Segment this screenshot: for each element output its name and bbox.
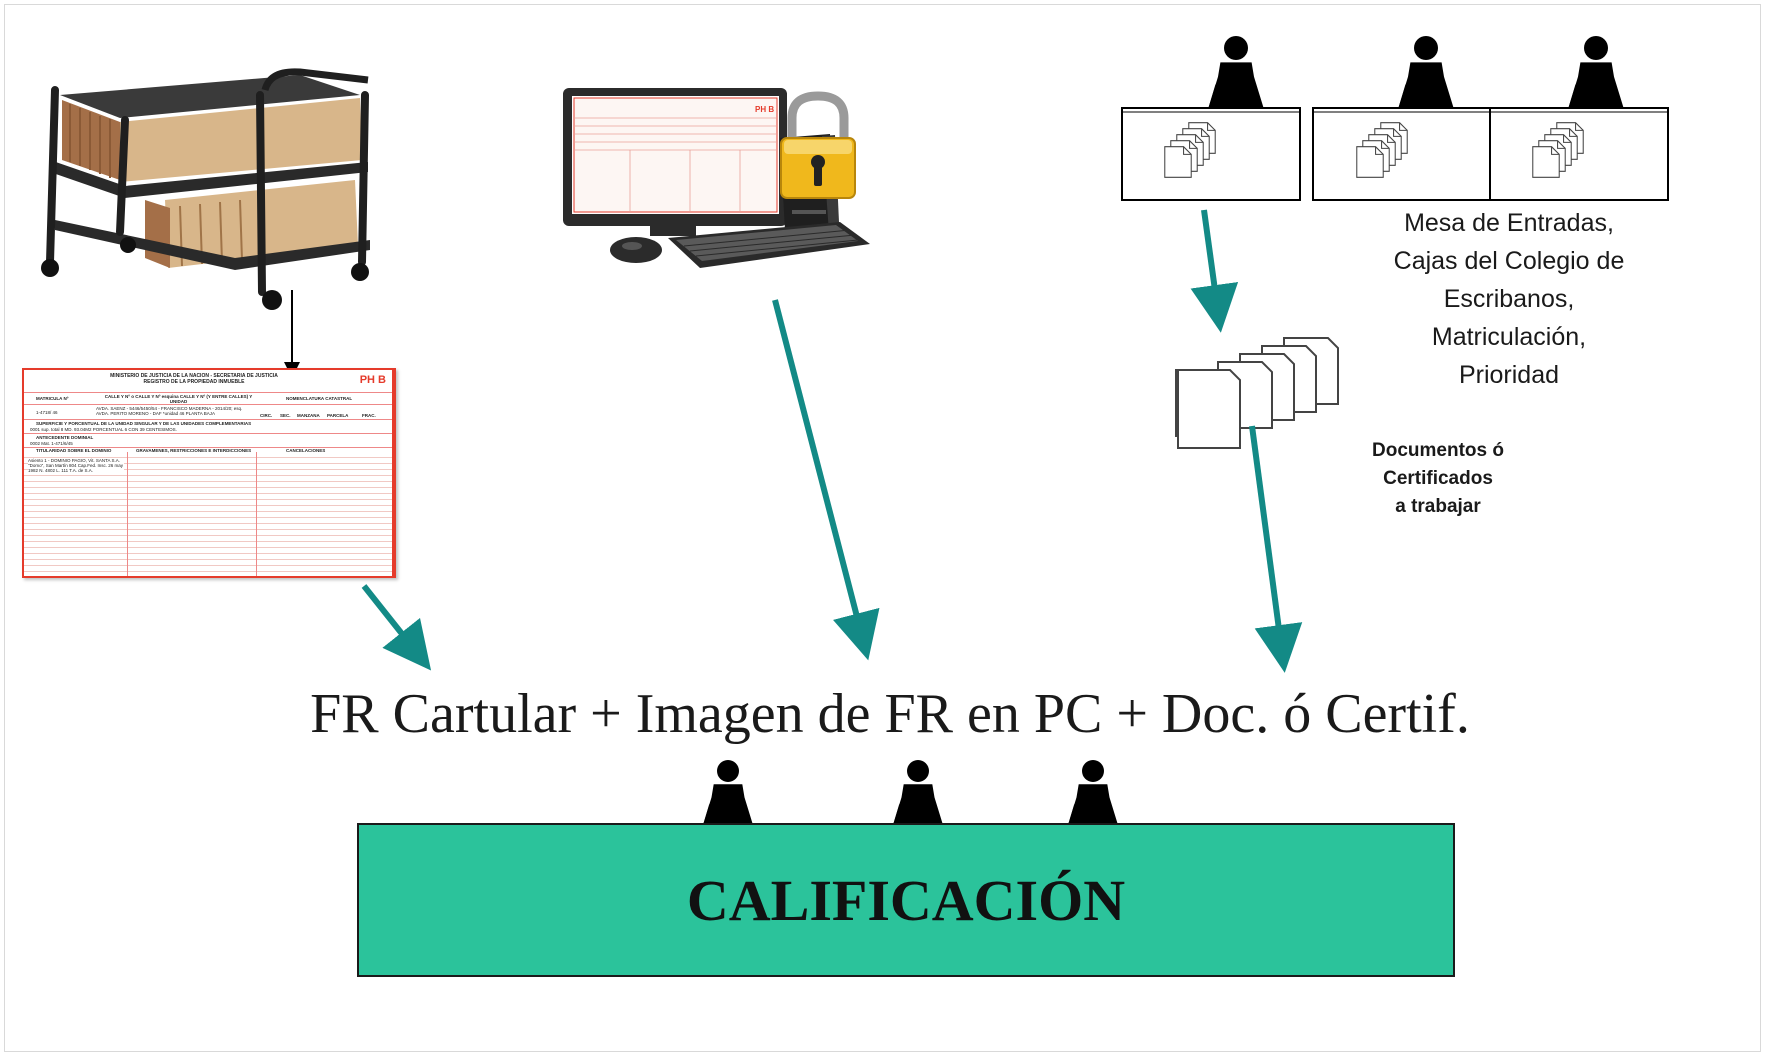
form-calle-label: CALLE Y Nº o CALLE Y Nº esquina CALLE Y …: [104, 394, 253, 404]
computer-icon: PH B: [563, 88, 870, 268]
form-titularidad-value: Asiento 1 - DOMINIO PAGIO, Vit. SANTA S.…: [28, 458, 124, 473]
docs-to-formula-arrow: [1249, 425, 1303, 673]
calificacion-label: CALIFICACIÓN: [686, 867, 1126, 933]
documents-caption-line-2: a trabajar: [1395, 496, 1481, 517]
form-nom-col-4: PARCELA: [327, 413, 349, 418]
form-superficie-row: SUPERFICIE Y PORCENTUAL DE LA UNIDAD SIN…: [24, 419, 392, 434]
person-icon: [1208, 36, 1264, 108]
desks-to-docs-arrow: [1190, 209, 1239, 333]
desk-caption: Mesa de Entradas, Cajas del Colegio de E…: [1364, 204, 1654, 394]
form-ministry-line2: REGISTRO DE LA PROPIEDAD INMUEBLE: [143, 379, 245, 385]
person-icon: [892, 760, 944, 826]
califiers-group: [702, 760, 1119, 826]
form-titularidad-label: TITULARIDAD SOBRE EL DOMINIO: [36, 448, 112, 453]
desk-caption-line-3: Escribanos,: [1443, 285, 1575, 313]
form-type-label: PH B: [359, 374, 386, 386]
svg-text:PH B: PH B: [755, 105, 774, 114]
file-cart-icon: [41, 68, 370, 310]
documents-caption: Documentos ó Certificados a trabajar: [1318, 437, 1558, 521]
form-calle-value: AVDA. SAENZ - 5446/5450/54 - FRANCISCO M…: [96, 406, 243, 416]
padlock-icon: [780, 91, 856, 199]
desk-caption-line-4: Matriculación,: [1431, 323, 1587, 351]
form-to-formula-arrow: [361, 584, 432, 671]
form-nomenclatura-label: NOMENCLATURA CATASTRAL: [286, 396, 353, 401]
desk-caption-line-5: Prioridad: [1458, 361, 1560, 389]
form-column-divider: [127, 452, 128, 576]
form-nom-col-1: CIRC.: [260, 413, 273, 418]
form-column-divider: [256, 452, 257, 576]
form-matricula-value: 1-4718/ 46: [36, 410, 58, 415]
form-header-row: MATRICULA Nº CALLE Y Nº o CALLE Y Nº esq…: [24, 392, 392, 405]
form-cancelaciones-label: CANCELACIONES: [286, 448, 326, 453]
desk-caption-line-1: Mesa de Entradas,: [1404, 209, 1614, 237]
person-icon: [1398, 36, 1454, 108]
form-columns-header-row: TITULARIDAD SOBRE EL DOMINIO GRAVAMENES,…: [24, 447, 392, 454]
desk-2: [1312, 36, 1492, 201]
computer-to-formula-arrow: [772, 299, 880, 661]
form-gravamenes-label: GRAVAMENES, RESTRICCIONES E INTERDICCION…: [136, 448, 252, 453]
calificacion-box: CALIFICACIÓN: [357, 823, 1455, 977]
form-nom-col-5: FRAC.: [362, 413, 376, 418]
formula-text: FR Cartular + Imagen de FR en PC + Doc. …: [310, 683, 1470, 745]
form-nom-col-3: MANZANA: [297, 413, 320, 418]
desk-1: [1121, 36, 1301, 201]
document-stack-icon: [1175, 337, 1339, 449]
form-values-row: 1-4718/ 46 AVDA. SAENZ - 5446/5450/54 - …: [24, 404, 392, 419]
desk-3: [1489, 36, 1669, 201]
form-ministry-line1: MINISTERIO DE JUSTICIA DE LA NACION - SE…: [110, 373, 278, 379]
slide-frame: [4, 4, 1761, 1052]
folio-real-form: MINISTERIO DE JUSTICIA DE LA NACION - SE…: [22, 368, 396, 578]
form-superficie-value: 0001 sup. total 8 MD. 93.04M2 PORCENTUAL…: [30, 427, 177, 432]
documents-caption-line-1: Documentos ó Certificados: [1372, 440, 1504, 489]
form-nom-col-2: SEC.: [280, 413, 291, 418]
form-antecedente-label: ANTECEDENTE DOMINIAL: [36, 435, 94, 440]
form-ministry-header: MINISTERIO DE JUSTICIA DE LA NACION - SE…: [74, 373, 314, 385]
form-matricula-label: MATRICULA Nº: [36, 396, 69, 401]
person-icon: [1568, 36, 1624, 108]
form-antecedente-value: 0002 Mat. 1-471/6/45: [30, 441, 73, 446]
person-icon: [702, 760, 754, 826]
desk-caption-line-2: Cajas del Colegio de: [1393, 247, 1625, 275]
form-antecedente-row: ANTECEDENTE DOMINIAL 0002 Mat. 1-471/6/4…: [24, 433, 392, 448]
person-icon: [1067, 760, 1119, 826]
form-superficie-label: SUPERFICIE Y PORCENTUAL DE LA UNIDAD SIN…: [36, 421, 252, 426]
